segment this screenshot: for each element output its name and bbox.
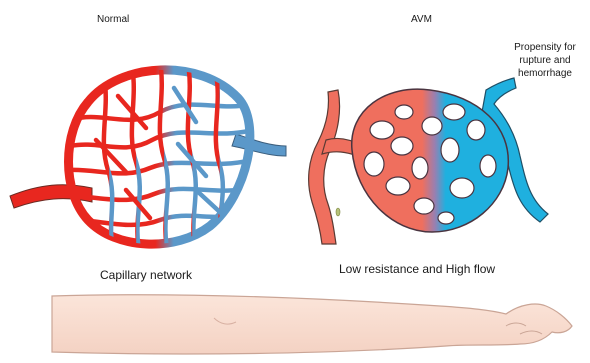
feeding-artery [309,90,340,244]
vein-vessel [232,134,286,156]
forearm-illustration [52,295,572,354]
marker-dot [336,208,340,216]
normal-capillary-bed [10,62,286,254]
avm-nidus [309,78,548,244]
